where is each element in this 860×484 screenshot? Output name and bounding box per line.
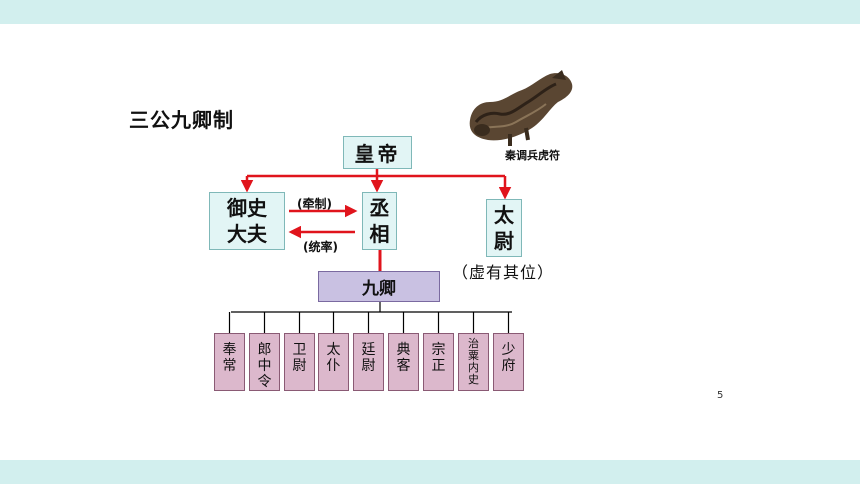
minister-label: 少府 xyxy=(501,342,516,374)
taiwei-label: 太尉 xyxy=(494,203,514,253)
slide-title: 三公九卿制 xyxy=(129,108,234,132)
check-label: (牵制) xyxy=(297,197,332,211)
minister-box: 治粟内史 xyxy=(458,333,489,391)
yushi-dafu-label: 御史大夫 xyxy=(227,196,267,246)
minister-label: 廷尉 xyxy=(361,342,376,374)
minister-box: 奉常 xyxy=(214,333,245,391)
minister-label: 卫尉 xyxy=(292,342,307,374)
minister-box: 宗正 xyxy=(423,333,454,391)
emperor-box: 皇帝 xyxy=(343,136,412,169)
minister-box: 郎中令 xyxy=(249,333,280,391)
minister-label: 典客 xyxy=(396,342,411,374)
minister-box: 廷尉 xyxy=(353,333,384,391)
jiuqing-box: 九卿 xyxy=(318,271,440,302)
chengxiang-box: 丞相 xyxy=(362,192,397,250)
tiger-tally-image xyxy=(469,70,573,146)
yushi-dafu-box: 御史大夫 xyxy=(209,192,285,250)
minister-label: 治粟内史 xyxy=(468,337,479,386)
chengxiang-label: 丞相 xyxy=(369,196,390,246)
minister-drops xyxy=(228,312,510,333)
minister-label: 宗正 xyxy=(431,342,446,374)
taiwei-box: 太尉 xyxy=(486,199,522,257)
taiwei-note: （虚有其位） xyxy=(452,263,555,282)
page-number: 5 xyxy=(717,390,724,401)
minister-box: 少府 xyxy=(493,333,524,391)
command-label: (统率) xyxy=(303,240,338,254)
minister-label: 太仆 xyxy=(326,342,341,374)
image-caption: 秦调兵虎符 xyxy=(505,149,560,162)
minister-box: 典客 xyxy=(388,333,419,391)
minister-label: 奉常 xyxy=(222,342,237,374)
minister-label: 郎中令 xyxy=(257,342,272,390)
top-band xyxy=(0,0,860,24)
bottom-band xyxy=(0,460,860,484)
minister-box: 卫尉 xyxy=(284,333,315,391)
minister-box: 太仆 xyxy=(318,333,349,391)
